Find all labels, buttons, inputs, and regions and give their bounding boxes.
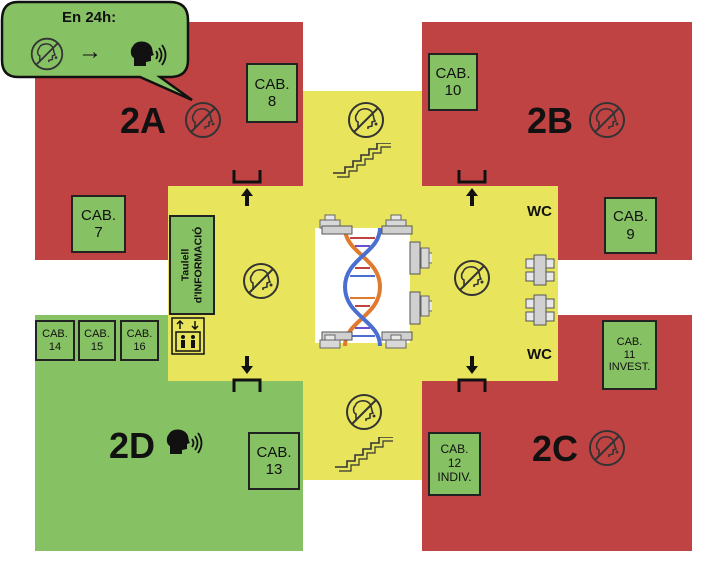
stairs-icon — [335, 437, 394, 472]
cabin-7: CAB.7 — [71, 195, 126, 253]
cabin-16: CAB.16 — [120, 320, 159, 361]
door-arrow-icon — [457, 356, 487, 392]
door-arrow-icon — [232, 170, 262, 206]
stairs-icon — [333, 143, 392, 178]
no-talking-icon — [348, 102, 384, 138]
wc-label-top: WC — [527, 203, 552, 220]
dna-icon — [342, 228, 383, 346]
talking-icon — [165, 428, 203, 455]
corridor-south — [303, 380, 422, 480]
no-talking-icon — [346, 394, 382, 430]
no-talking-icon — [589, 102, 625, 138]
no-talking-icon — [243, 263, 279, 299]
door-arrow-icon — [457, 170, 487, 206]
callout-bubble — [0, 0, 193, 102]
info-desk-line2: d'INFORMACIÓ — [192, 226, 204, 304]
no-talking-icon — [185, 102, 221, 138]
wc-label-bottom: WC — [527, 346, 552, 363]
cabin-13: CAB.13 — [248, 432, 300, 490]
zone-label-2b: 2B — [527, 100, 574, 141]
cabin-15: CAB.15 — [78, 320, 116, 361]
callout-arrow: → — [78, 38, 102, 65]
elevator-icon — [171, 317, 205, 355]
cabin-10: CAB.10 — [428, 53, 478, 111]
no-talking-icon — [589, 430, 625, 466]
talking-icon — [129, 40, 167, 67]
info-desk: Taulell d'INFORMACIÓ — [169, 215, 215, 315]
corridor-north — [303, 91, 422, 187]
desk-chair-icon — [525, 254, 555, 326]
zone-label-2a: 2A — [120, 100, 167, 141]
central-atrium — [315, 228, 410, 343]
zone-label-2d: 2D — [109, 425, 156, 466]
desk-chair-icon — [319, 214, 432, 349]
cabin-8: CAB.8 — [246, 63, 298, 123]
no-talking-icon — [30, 37, 64, 71]
zone-label-2c: 2C — [532, 428, 579, 469]
callout-title: En 24h: — [62, 9, 117, 26]
cabin-9: CAB.9 — [604, 197, 657, 254]
no-talking-icon — [454, 260, 490, 296]
door-arrow-icon — [232, 356, 262, 392]
cabin-14: CAB.14 — [35, 320, 75, 361]
info-desk-line1: Taulell — [179, 248, 192, 282]
